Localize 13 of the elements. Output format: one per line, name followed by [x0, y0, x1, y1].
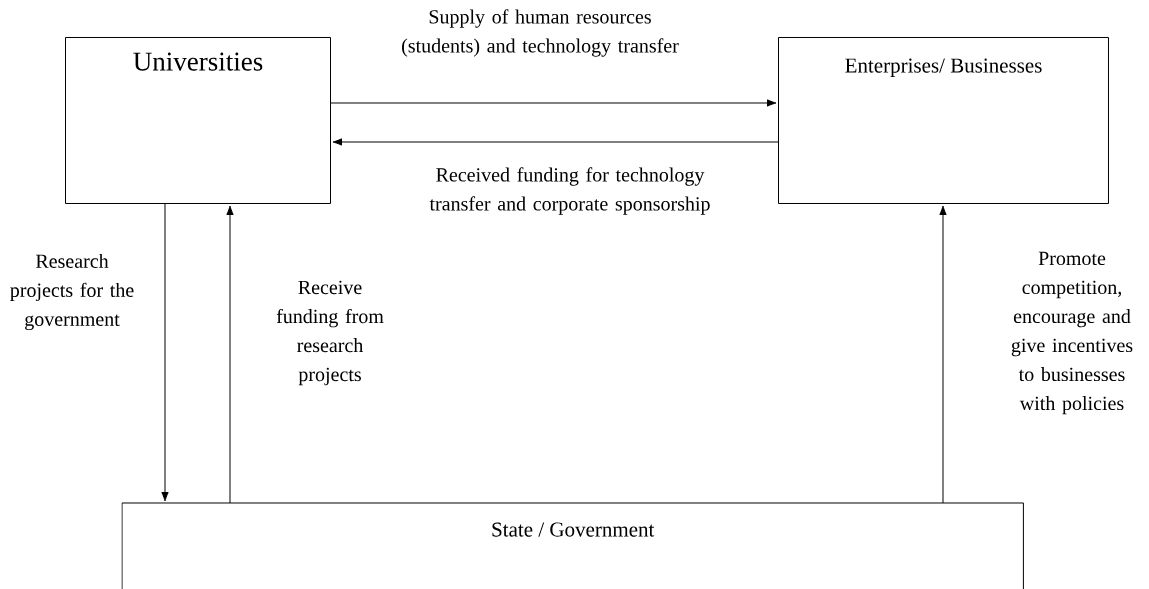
entity-box: Universities: [65, 37, 331, 204]
edge-label: Supply of human resources (students) and technology transfer: [402, 9, 679, 57]
open-box: State / Government: [121, 502, 1024, 589]
arrow: [330, 99, 777, 107]
entity-box: Enterprises/ Businesses: [778, 37, 1109, 204]
arrow: [226, 205, 234, 504]
edge-label: Promote competition, encourage and give incentives to businesses with policies: [1011, 251, 1133, 415]
arrow: [332, 138, 779, 146]
edge-label: Received funding for technology transfer and corporate sponsorship: [429, 167, 710, 215]
edge-label: Receive funding from research projects: [276, 280, 384, 386]
edge-label: Research projects for the government: [10, 253, 134, 331]
arrow: [161, 203, 169, 502]
arrow: [939, 205, 947, 504]
